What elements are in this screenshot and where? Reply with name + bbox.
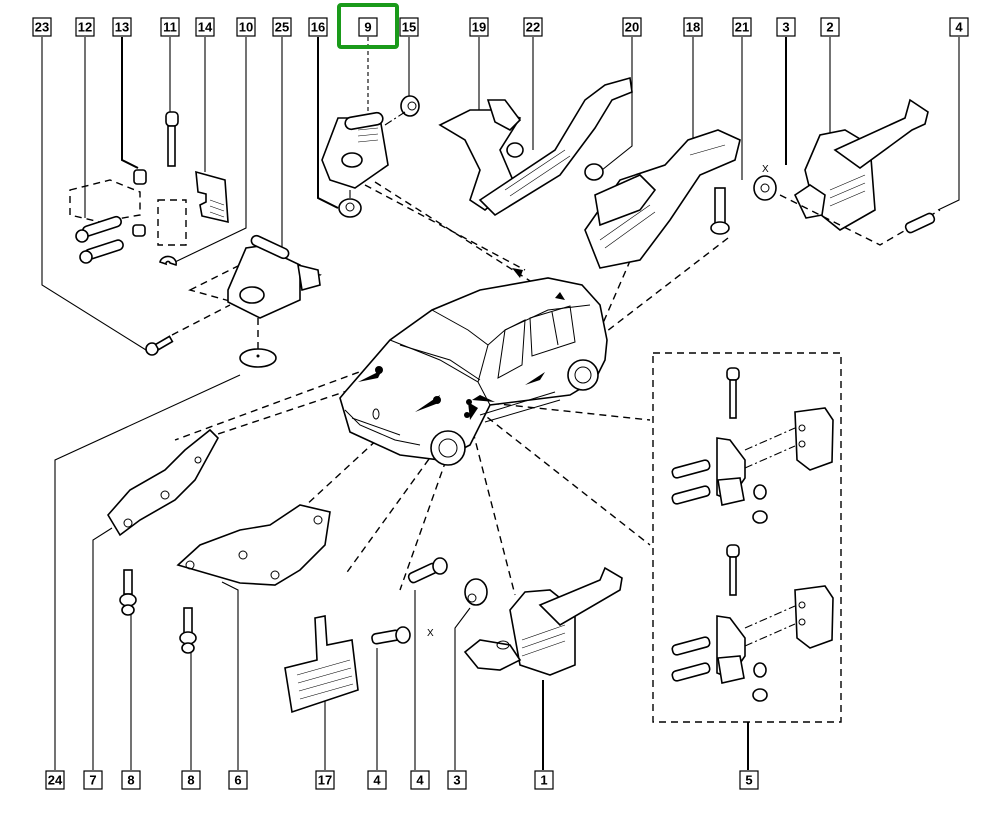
- svg-text:3: 3: [782, 20, 789, 35]
- callout-2[interactable]: 2: [820, 17, 840, 37]
- svg-text:20: 20: [625, 20, 639, 35]
- bottom-leader-lines: [54, 374, 749, 770]
- callout-4a[interactable]: 4: [367, 770, 387, 790]
- callout-22[interactable]: 22: [523, 17, 543, 37]
- hinge-kit-lower: [671, 544, 834, 702]
- callout-11[interactable]: 11: [160, 17, 180, 37]
- hinge-25: [188, 234, 322, 350]
- nut-16: [338, 190, 362, 218]
- bolt-12a: [75, 215, 122, 243]
- callout-21[interactable]: 21: [732, 17, 752, 37]
- dimension-x-top: X: [762, 164, 769, 175]
- bolt-4-bottom: X: [407, 557, 448, 639]
- callout-9[interactable]: 9: [358, 17, 378, 37]
- callout-17[interactable]: 17: [315, 770, 335, 790]
- callout-9-highlight: [337, 3, 399, 49]
- callout-24[interactable]: 24: [45, 770, 65, 790]
- svg-text:4: 4: [373, 773, 381, 788]
- svg-text:4: 4: [416, 773, 424, 788]
- callout-5[interactable]: 5: [739, 770, 759, 790]
- callout-14[interactable]: 14: [195, 17, 215, 37]
- callout-25[interactable]: 25: [272, 17, 292, 37]
- car-body-illustration: [339, 268, 608, 466]
- svg-text:10: 10: [239, 20, 253, 35]
- hinge-kit-5: [652, 352, 842, 723]
- svg-text:3: 3: [453, 773, 460, 788]
- nut-3-top: X: [753, 164, 777, 201]
- door-check-bracket-9: [321, 111, 389, 189]
- svg-text:1: 1: [540, 773, 547, 788]
- svg-text:7: 7: [89, 773, 96, 788]
- door-check-strap-19: [438, 76, 633, 217]
- svg-text:13: 13: [115, 20, 129, 35]
- dimension-x-bottom: X: [427, 628, 434, 639]
- bolt-4-mid: [371, 626, 411, 645]
- front-door-hinge-assembly: [69, 111, 322, 368]
- nut-3-bottom: [464, 578, 488, 606]
- callout-16[interactable]: 16: [308, 17, 328, 37]
- svg-text:22: 22: [526, 20, 540, 35]
- svg-text:9: 9: [364, 20, 371, 35]
- shim-14: [195, 170, 229, 224]
- shim-17: [284, 615, 359, 714]
- svg-text:8: 8: [187, 773, 194, 788]
- svg-text:4: 4: [955, 20, 963, 35]
- callout-8b[interactable]: 8: [181, 770, 201, 790]
- svg-text:17: 17: [318, 773, 332, 788]
- callout-7[interactable]: 7: [83, 770, 103, 790]
- bolt-8a: [119, 569, 137, 616]
- svg-text:24: 24: [48, 773, 63, 788]
- svg-text:5: 5: [745, 773, 752, 788]
- bolt-22: [506, 142, 524, 158]
- callout-12[interactable]: 12: [75, 17, 95, 37]
- door-check-strap-18: [584, 129, 741, 269]
- door-check-1: [463, 566, 623, 676]
- bolt-4-top: [904, 212, 936, 234]
- callout-4[interactable]: 4: [949, 17, 969, 37]
- nut-15: [384, 95, 420, 126]
- svg-text:6: 6: [234, 773, 241, 788]
- svg-text:12: 12: [78, 20, 92, 35]
- callout-19[interactable]: 19: [469, 17, 489, 37]
- top-leader-lines: [41, 37, 960, 351]
- top-callouts: 23 12 13 11 14 10 25 16 9 15 19 22 20 18…: [32, 17, 969, 37]
- svg-text:11: 11: [163, 20, 177, 35]
- callout-3[interactable]: 3: [776, 17, 796, 37]
- callout-18[interactable]: 18: [683, 17, 703, 37]
- svg-text:14: 14: [198, 20, 213, 35]
- svg-text:2: 2: [826, 20, 833, 35]
- bolt-21: [710, 187, 730, 235]
- bushing-13: [132, 169, 147, 237]
- callout-23[interactable]: 23: [32, 17, 52, 37]
- hinge-pin-11: [165, 111, 179, 167]
- callout-8a[interactable]: 8: [121, 770, 141, 790]
- callout-6[interactable]: 6: [228, 770, 248, 790]
- callout-1[interactable]: 1: [534, 770, 554, 790]
- svg-text:19: 19: [472, 20, 486, 35]
- callout-20[interactable]: 20: [622, 17, 642, 37]
- clip-10: [159, 255, 177, 267]
- svg-text:23: 23: [35, 20, 49, 35]
- hinge-kit-upper: [671, 367, 834, 524]
- bolt-12b: [79, 239, 124, 264]
- bolt-23: [145, 335, 174, 356]
- callout-13[interactable]: 13: [112, 17, 132, 37]
- svg-text:25: 25: [275, 20, 289, 35]
- svg-text:16: 16: [311, 20, 325, 35]
- callout-15[interactable]: 15: [399, 17, 419, 37]
- callout-10[interactable]: 10: [236, 17, 256, 37]
- svg-text:18: 18: [686, 20, 700, 35]
- bracket-6: [176, 504, 331, 586]
- door-check-2: [779, 98, 941, 246]
- bracket-7: [107, 428, 219, 537]
- washer-24: [239, 348, 277, 368]
- svg-text:15: 15: [402, 20, 416, 35]
- callout-4b[interactable]: 4: [410, 770, 430, 790]
- bolt-8b: [179, 607, 197, 654]
- nut-20: [584, 163, 604, 181]
- svg-text:8: 8: [127, 773, 134, 788]
- bottom-callouts: 24 7 8 8 6 17 4 4 3 1 5: [45, 770, 759, 790]
- svg-text:21: 21: [735, 20, 749, 35]
- callout-3-bottom[interactable]: 3: [447, 770, 467, 790]
